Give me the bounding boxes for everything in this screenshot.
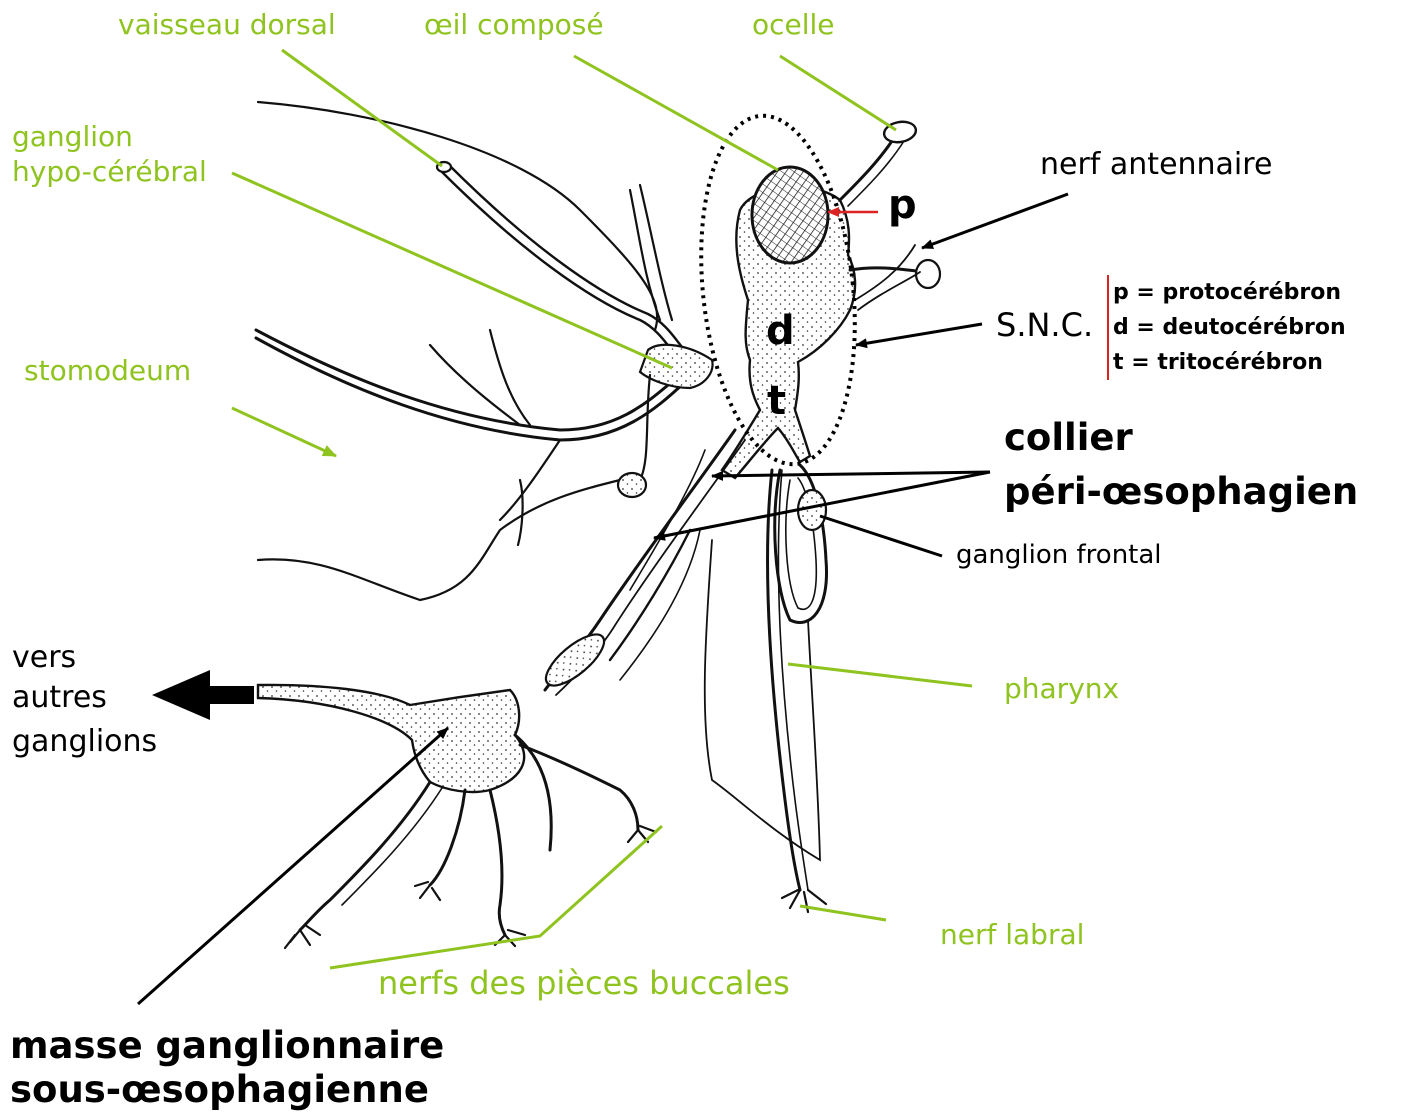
- arrow-collier-1: [712, 472, 990, 476]
- leader-oeil-compose: [574, 56, 778, 170]
- legend: p = protocérébron d = deutocérébron t = …: [1107, 275, 1346, 380]
- label-ganglion-hypo-1: ganglion: [12, 120, 133, 154]
- arrow-nerf-antennaire: [922, 194, 1068, 248]
- mouthpart-nerve-1: [300, 782, 430, 930]
- legend-key: t: [1113, 350, 1124, 375]
- mouthpart-nerve-2: [430, 790, 465, 885]
- green-leaders: [232, 50, 972, 968]
- label-masse-2: sous-œsophagienne: [10, 1068, 429, 1112]
- label-vers-2: autres: [12, 680, 107, 716]
- segment-t: t: [767, 378, 786, 424]
- label-nerfs-pieces: nerfs des pièces buccales: [378, 964, 790, 1002]
- label-collier-2: péri-œsophagien: [1004, 470, 1358, 514]
- legend-sep: =: [1136, 280, 1154, 305]
- segment-p: p: [888, 182, 917, 228]
- stomodeum-outline: [258, 102, 657, 330]
- label-nerf-antennaire: nerf antennaire: [1040, 147, 1272, 183]
- label-stomodeum: stomodeum: [24, 354, 191, 388]
- big-arrow-other-ganglia: [152, 670, 254, 720]
- label-oeil-compose: œil composé: [424, 8, 604, 42]
- frontal-ganglion-loop: [775, 465, 827, 623]
- mouthpart-nerve-3: [490, 790, 505, 935]
- label-ganglion-frontal: ganglion frontal: [956, 540, 1162, 571]
- suboesophageal-ganglion: [258, 685, 524, 792]
- label-pharynx: pharynx: [1004, 672, 1119, 706]
- legend-sep: =: [1136, 315, 1154, 340]
- leader-stomodeum: [232, 408, 336, 456]
- label-snc: S.N.C.: [996, 306, 1093, 344]
- legend-key: d: [1113, 315, 1129, 340]
- arrow-masse: [138, 728, 448, 1004]
- label-collier-1: collier: [1004, 416, 1133, 460]
- legend-row-p: p = protocérébron: [1113, 275, 1346, 310]
- legend-row-d: d = deutocérébron: [1113, 310, 1346, 345]
- connective-right: [620, 530, 700, 680]
- legend-name: protocérébron: [1163, 280, 1341, 305]
- legend-name: tritocérébron: [1157, 350, 1323, 375]
- leader-nerf-labral: [800, 906, 886, 920]
- label-vers-1: vers: [12, 640, 76, 676]
- label-ganglion-hypo-2: hypo-cérébral: [12, 155, 207, 189]
- label-ocelle: ocelle: [752, 8, 835, 42]
- label-masse-1: masse ganglionnaire: [10, 1024, 444, 1068]
- label-vaisseau-dorsal: vaisseau dorsal: [118, 8, 336, 42]
- leader-ocelle: [780, 56, 896, 130]
- pharynx-outline: [705, 540, 820, 860]
- compound-eye: [752, 167, 828, 263]
- segment-d: d: [766, 308, 795, 354]
- legend-key: p: [1113, 280, 1129, 305]
- black-arrows: [138, 194, 1068, 1004]
- label-nerf-labral: nerf labral: [940, 918, 1084, 952]
- arrow-ganglion-frontal: [820, 516, 942, 556]
- legend-name: deutocérébron: [1163, 315, 1346, 340]
- legend-row-t: t = tritocérébron: [1113, 345, 1346, 380]
- legend-sep: =: [1131, 350, 1149, 375]
- hypocerebral-ganglion: [640, 345, 713, 388]
- arrow-snc: [856, 324, 982, 345]
- leader-ganglion-hypo: [232, 173, 672, 368]
- leader-pharynx: [788, 664, 972, 686]
- label-vers-3: ganglions: [12, 724, 157, 760]
